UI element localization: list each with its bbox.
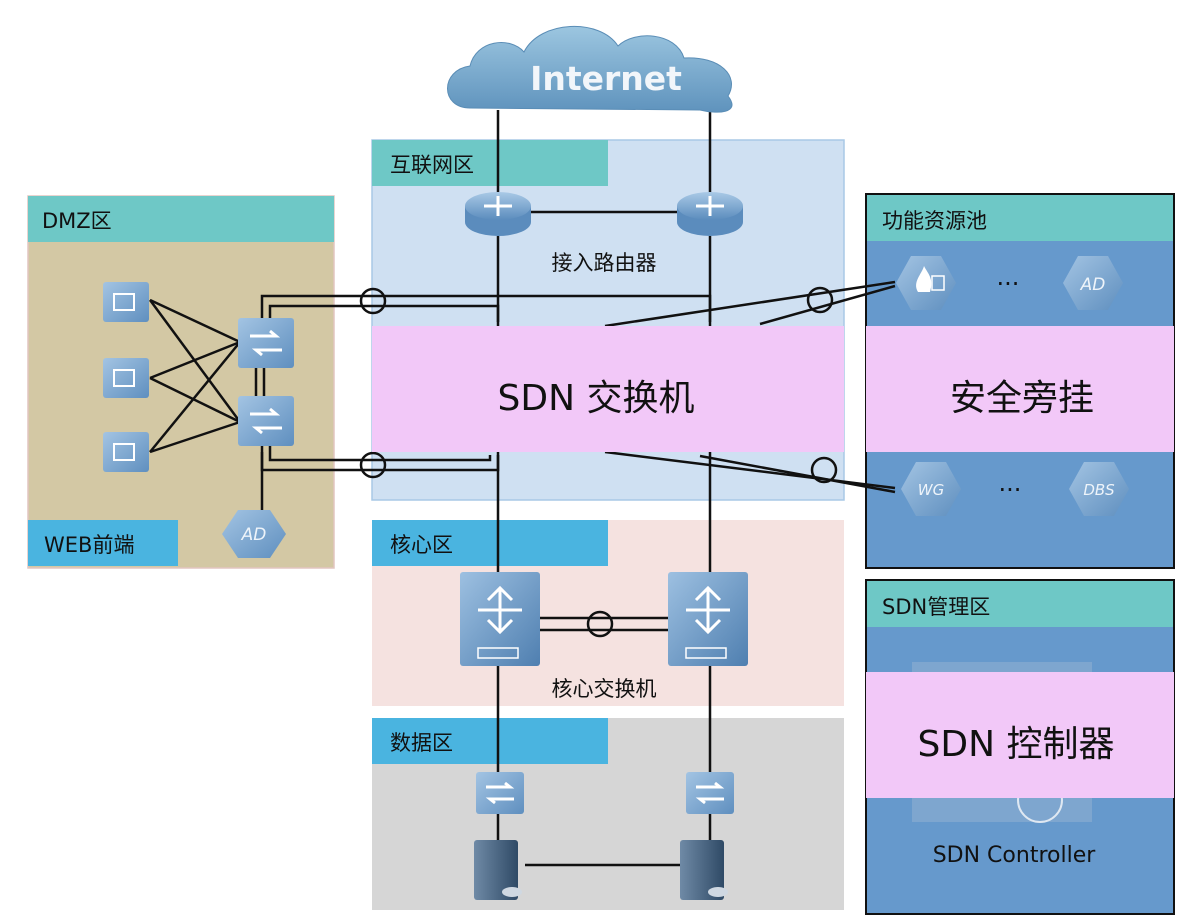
data-zone: 数据区 (372, 718, 844, 910)
sdn-switch-label: SDN 交换机 (498, 378, 695, 419)
switch-icon (238, 396, 294, 446)
core-switch-label: 核心交换机 (552, 677, 657, 701)
core-zone: 核心区 (372, 520, 844, 706)
firewall-icon (896, 256, 956, 310)
access-router-left (465, 192, 531, 236)
web-frontend-header (28, 520, 178, 566)
web-server-icon (103, 358, 149, 398)
sdn-mgmt-title: SDN管理区 (882, 595, 990, 619)
wg-icon: WG (901, 462, 961, 516)
pool-ellipsis-top: ··· (997, 270, 1020, 298)
sdn-controller-overlay: SDN 控制器 (866, 672, 1174, 798)
lag-marker (359, 451, 387, 479)
pool-ad-label: AD (1080, 275, 1106, 295)
lag-marker (359, 287, 387, 315)
function-pool-title: 功能资源池 (882, 209, 987, 233)
access-router-right (677, 192, 743, 236)
data-zone-title: 数据区 (390, 731, 453, 755)
pool-ellipsis-bottom: ··· (999, 476, 1022, 504)
dmz-servers (103, 282, 149, 472)
internet-zone-title: 互联网区 (390, 153, 474, 177)
data-switch-right (686, 772, 734, 814)
sdn-mgmt-header (867, 581, 1173, 627)
dmz-ad-icon: AD (222, 510, 286, 558)
access-router-label: 接入路由器 (552, 251, 657, 275)
data-switch-left (476, 772, 524, 814)
sdn-controller-label: SDN Controller (933, 843, 1097, 868)
wg-label: WG (918, 481, 944, 499)
dmz-zone: DMZ区 WEB前端 (27, 195, 335, 569)
web-server-icon (103, 282, 149, 322)
security-bypass-label: 安全旁挂 (950, 378, 1094, 419)
dmz-zone-header (28, 196, 334, 242)
internet-zone-header (372, 140, 608, 186)
core-zone-header (372, 520, 608, 566)
dbs-icon: DBS (1069, 462, 1129, 516)
function-pool-header (867, 195, 1173, 241)
pool-ad-icon: AD (1063, 256, 1123, 310)
dmz-ad-label: AD (241, 525, 267, 545)
internet-label: Internet (530, 59, 682, 98)
lag-marker (806, 286, 834, 314)
data-zone-header (372, 718, 608, 764)
lag-marker (586, 610, 614, 638)
core-switch-right (668, 572, 748, 666)
dmz-switches (238, 318, 294, 446)
core-zone-title: 核心区 (390, 533, 453, 557)
database-server-right (680, 840, 728, 900)
core-switch-left (460, 572, 540, 666)
web-frontend-label: WEB前端 (44, 533, 134, 557)
security-bypass-overlay: 安全旁挂 (866, 326, 1174, 452)
web-server-icon (103, 432, 149, 472)
dmz-zone-title: DMZ区 (42, 209, 112, 233)
dbs-label: DBS (1083, 481, 1115, 499)
lag-marker (810, 456, 838, 484)
aggregation-markers (359, 286, 838, 638)
database-server-left (474, 840, 522, 900)
switch-icon (238, 318, 294, 368)
sdn-switch-overlay: SDN 交换机 (372, 326, 844, 452)
internet-cloud: Internet (447, 26, 733, 113)
sdn-controller-cn-label: SDN 控制器 (918, 724, 1115, 765)
links (148, 110, 896, 867)
